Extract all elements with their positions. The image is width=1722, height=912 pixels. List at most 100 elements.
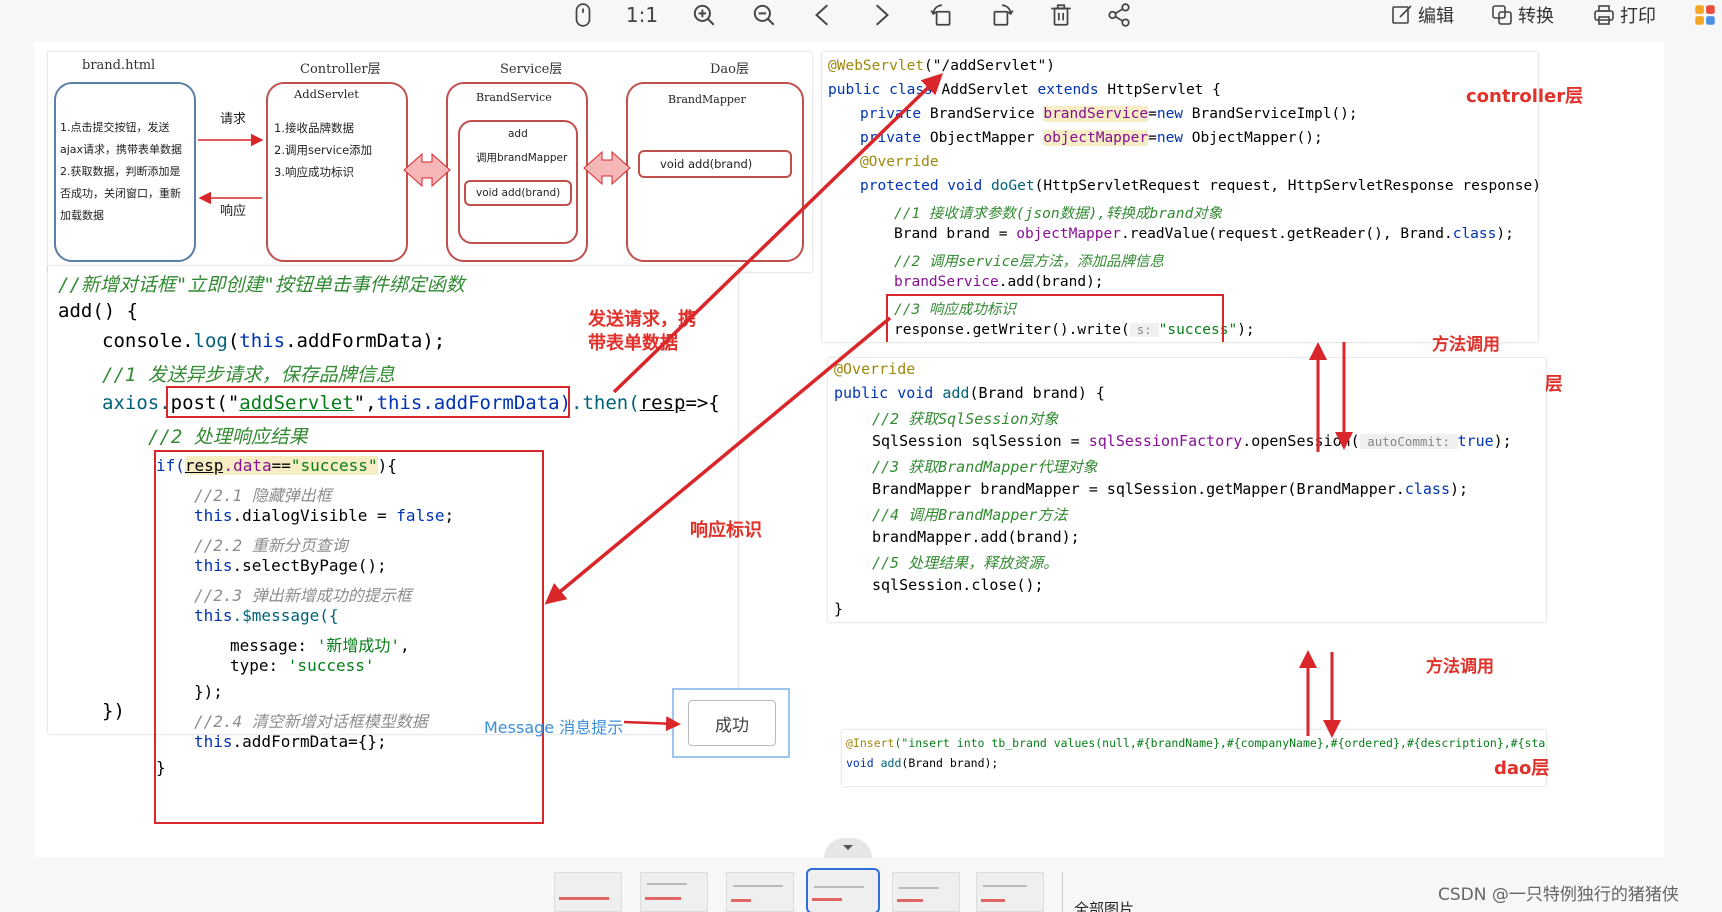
delete-icon[interactable]	[1046, 0, 1076, 30]
thumb-detail	[647, 883, 687, 885]
service-add-box	[458, 120, 578, 244]
printer-icon	[1594, 5, 1614, 25]
viewer-toolbar: 1:1 编辑 转换	[0, 0, 1722, 30]
all-images-link[interactable]: 全部图片	[1074, 900, 1135, 912]
thumb-detail	[981, 899, 1005, 902]
code-line: response.getWriter().write( s: "success"…	[894, 322, 1255, 338]
code-token: this	[194, 506, 233, 525]
code-token: (	[227, 330, 240, 352]
code-token: public void	[834, 384, 943, 402]
code-token: response.getWriter().write(	[894, 322, 1130, 338]
share-icon[interactable]	[1104, 0, 1134, 30]
controller-step-2: 2.调用service添加	[274, 143, 373, 157]
code-token: autoCommit:	[1359, 434, 1458, 449]
code-token: '新增成功'	[316, 636, 400, 655]
code-line: void add(Brand brand);	[846, 756, 998, 770]
code-line: protected void doGet(HttpServletRequest …	[860, 178, 1538, 194]
zoom-in-icon[interactable]	[688, 0, 720, 30]
actual-size-button[interactable]: 1:1	[625, 3, 659, 27]
code-comment: //1 接收请求参数(json数据),转换成brand对象	[894, 206, 1223, 222]
service-code-panel: @Override public void add(Brand brand) {…	[828, 358, 1546, 622]
code-token: ",	[353, 392, 377, 414]
code-token: resp	[639, 392, 686, 414]
response-flag-label: 响应标识	[690, 520, 762, 541]
code-token: .dialogVisible =	[232, 506, 397, 525]
code-line: brandMapper.add(brand);	[872, 528, 1080, 546]
collapse-thumbnails-button[interactable]	[824, 838, 872, 858]
code-token: ==	[271, 456, 291, 475]
thumbnail[interactable]	[976, 872, 1044, 912]
code-token: ObjectMapper	[929, 130, 1044, 146]
code-token: .addFormData={};	[232, 732, 387, 751]
next-icon[interactable]	[866, 0, 896, 30]
diagram-arrows	[198, 133, 631, 205]
mouse-icon[interactable]	[568, 0, 598, 30]
col-title-controller: Controller层	[300, 62, 381, 77]
previous-icon[interactable]	[808, 0, 838, 30]
thumbnail[interactable]	[640, 872, 708, 912]
code-token: message:	[230, 636, 317, 655]
code-comment: //2.4 清空新增对话框模型数据	[194, 712, 428, 731]
code-line: @Override	[834, 360, 916, 378]
code-token: .add(brand);	[998, 274, 1104, 290]
html-step-2: 2.获取数据，判断添加是	[60, 165, 181, 178]
code-line: add() {	[58, 300, 139, 322]
convert-button[interactable]: 转换	[1490, 2, 1554, 28]
success-preview: 成功	[672, 688, 790, 758]
code-line: }	[834, 600, 844, 618]
code-token: ObjectMapper();	[1191, 130, 1323, 146]
thumb-detail	[812, 898, 842, 901]
code-token: extends	[1037, 82, 1108, 98]
code-token: brandService	[894, 274, 999, 290]
code-token: this	[194, 732, 233, 751]
rotate-right-icon[interactable]	[986, 0, 1018, 30]
edit-icon	[1392, 5, 1412, 24]
code-token: BrandMapper brandMapper = sqlSession.get…	[872, 480, 1405, 498]
code-comment: //2.3 弹出新增成功的提示框	[194, 586, 412, 605]
servlet-code-panel: @WebServlet("/addServlet") public class …	[822, 52, 1538, 342]
thumbnail[interactable]	[892, 872, 960, 912]
code-line: }	[156, 758, 166, 777]
code-token: .readValue(request.getReader(), Brand.	[1120, 226, 1453, 242]
code-token: =	[1148, 130, 1157, 146]
code-token: .selectByPage();	[232, 556, 387, 575]
code-token: (HttpServletRequest request, HttpServlet…	[1034, 178, 1538, 194]
code-token: add	[942, 384, 970, 402]
code-comment: //3 获取BrandMapper代理对象	[872, 458, 1098, 476]
code-line: SqlSession sqlSession = sqlSessionFactor…	[872, 432, 1512, 450]
thumbnail[interactable]	[726, 872, 794, 912]
thumbnail[interactable]	[554, 872, 622, 912]
edit-button[interactable]: 编辑	[1390, 2, 1454, 28]
print-button[interactable]: 打印	[1592, 2, 1656, 28]
convert-label: 转换	[1518, 6, 1554, 27]
post-highlight-box	[166, 386, 570, 418]
code-token: .addFormData);	[285, 330, 446, 352]
thumbnail-active[interactable]	[806, 868, 880, 912]
service-method-box	[464, 180, 572, 206]
code-comment: //2.1 隐藏弹出框	[194, 486, 332, 505]
code-line: @Insert("insert into tb_brand values(nul…	[846, 736, 1546, 750]
code-token: "success"	[290, 456, 378, 475]
rotate-left-icon[interactable]	[926, 0, 958, 30]
code-token: post("	[170, 392, 240, 414]
code-token: addServlet	[239, 392, 354, 414]
controller-name: AddServlet	[294, 87, 359, 101]
service-name: BrandService	[476, 91, 552, 104]
code-token: new	[1156, 130, 1192, 146]
thumb-detail	[983, 885, 1027, 887]
code-line: public class AddServlet extends HttpServ…	[828, 82, 1221, 98]
code-token: .$message({	[232, 606, 339, 625]
apps-icon[interactable]	[1692, 0, 1718, 30]
code-line: this.addFormData={};	[194, 732, 387, 751]
thumb-detail	[731, 899, 751, 902]
code-line: this.dialogVisible = false;	[194, 506, 454, 525]
code-token: objectMapper	[1016, 226, 1121, 242]
thumb-detail	[733, 885, 783, 887]
zoom-out-icon[interactable]	[748, 0, 780, 30]
code-token: this	[239, 330, 286, 352]
success-button[interactable]: 成功	[688, 700, 776, 746]
code-token: true	[1457, 432, 1494, 450]
code-token: .openSession(	[1242, 432, 1360, 450]
code-token: void	[846, 756, 881, 770]
